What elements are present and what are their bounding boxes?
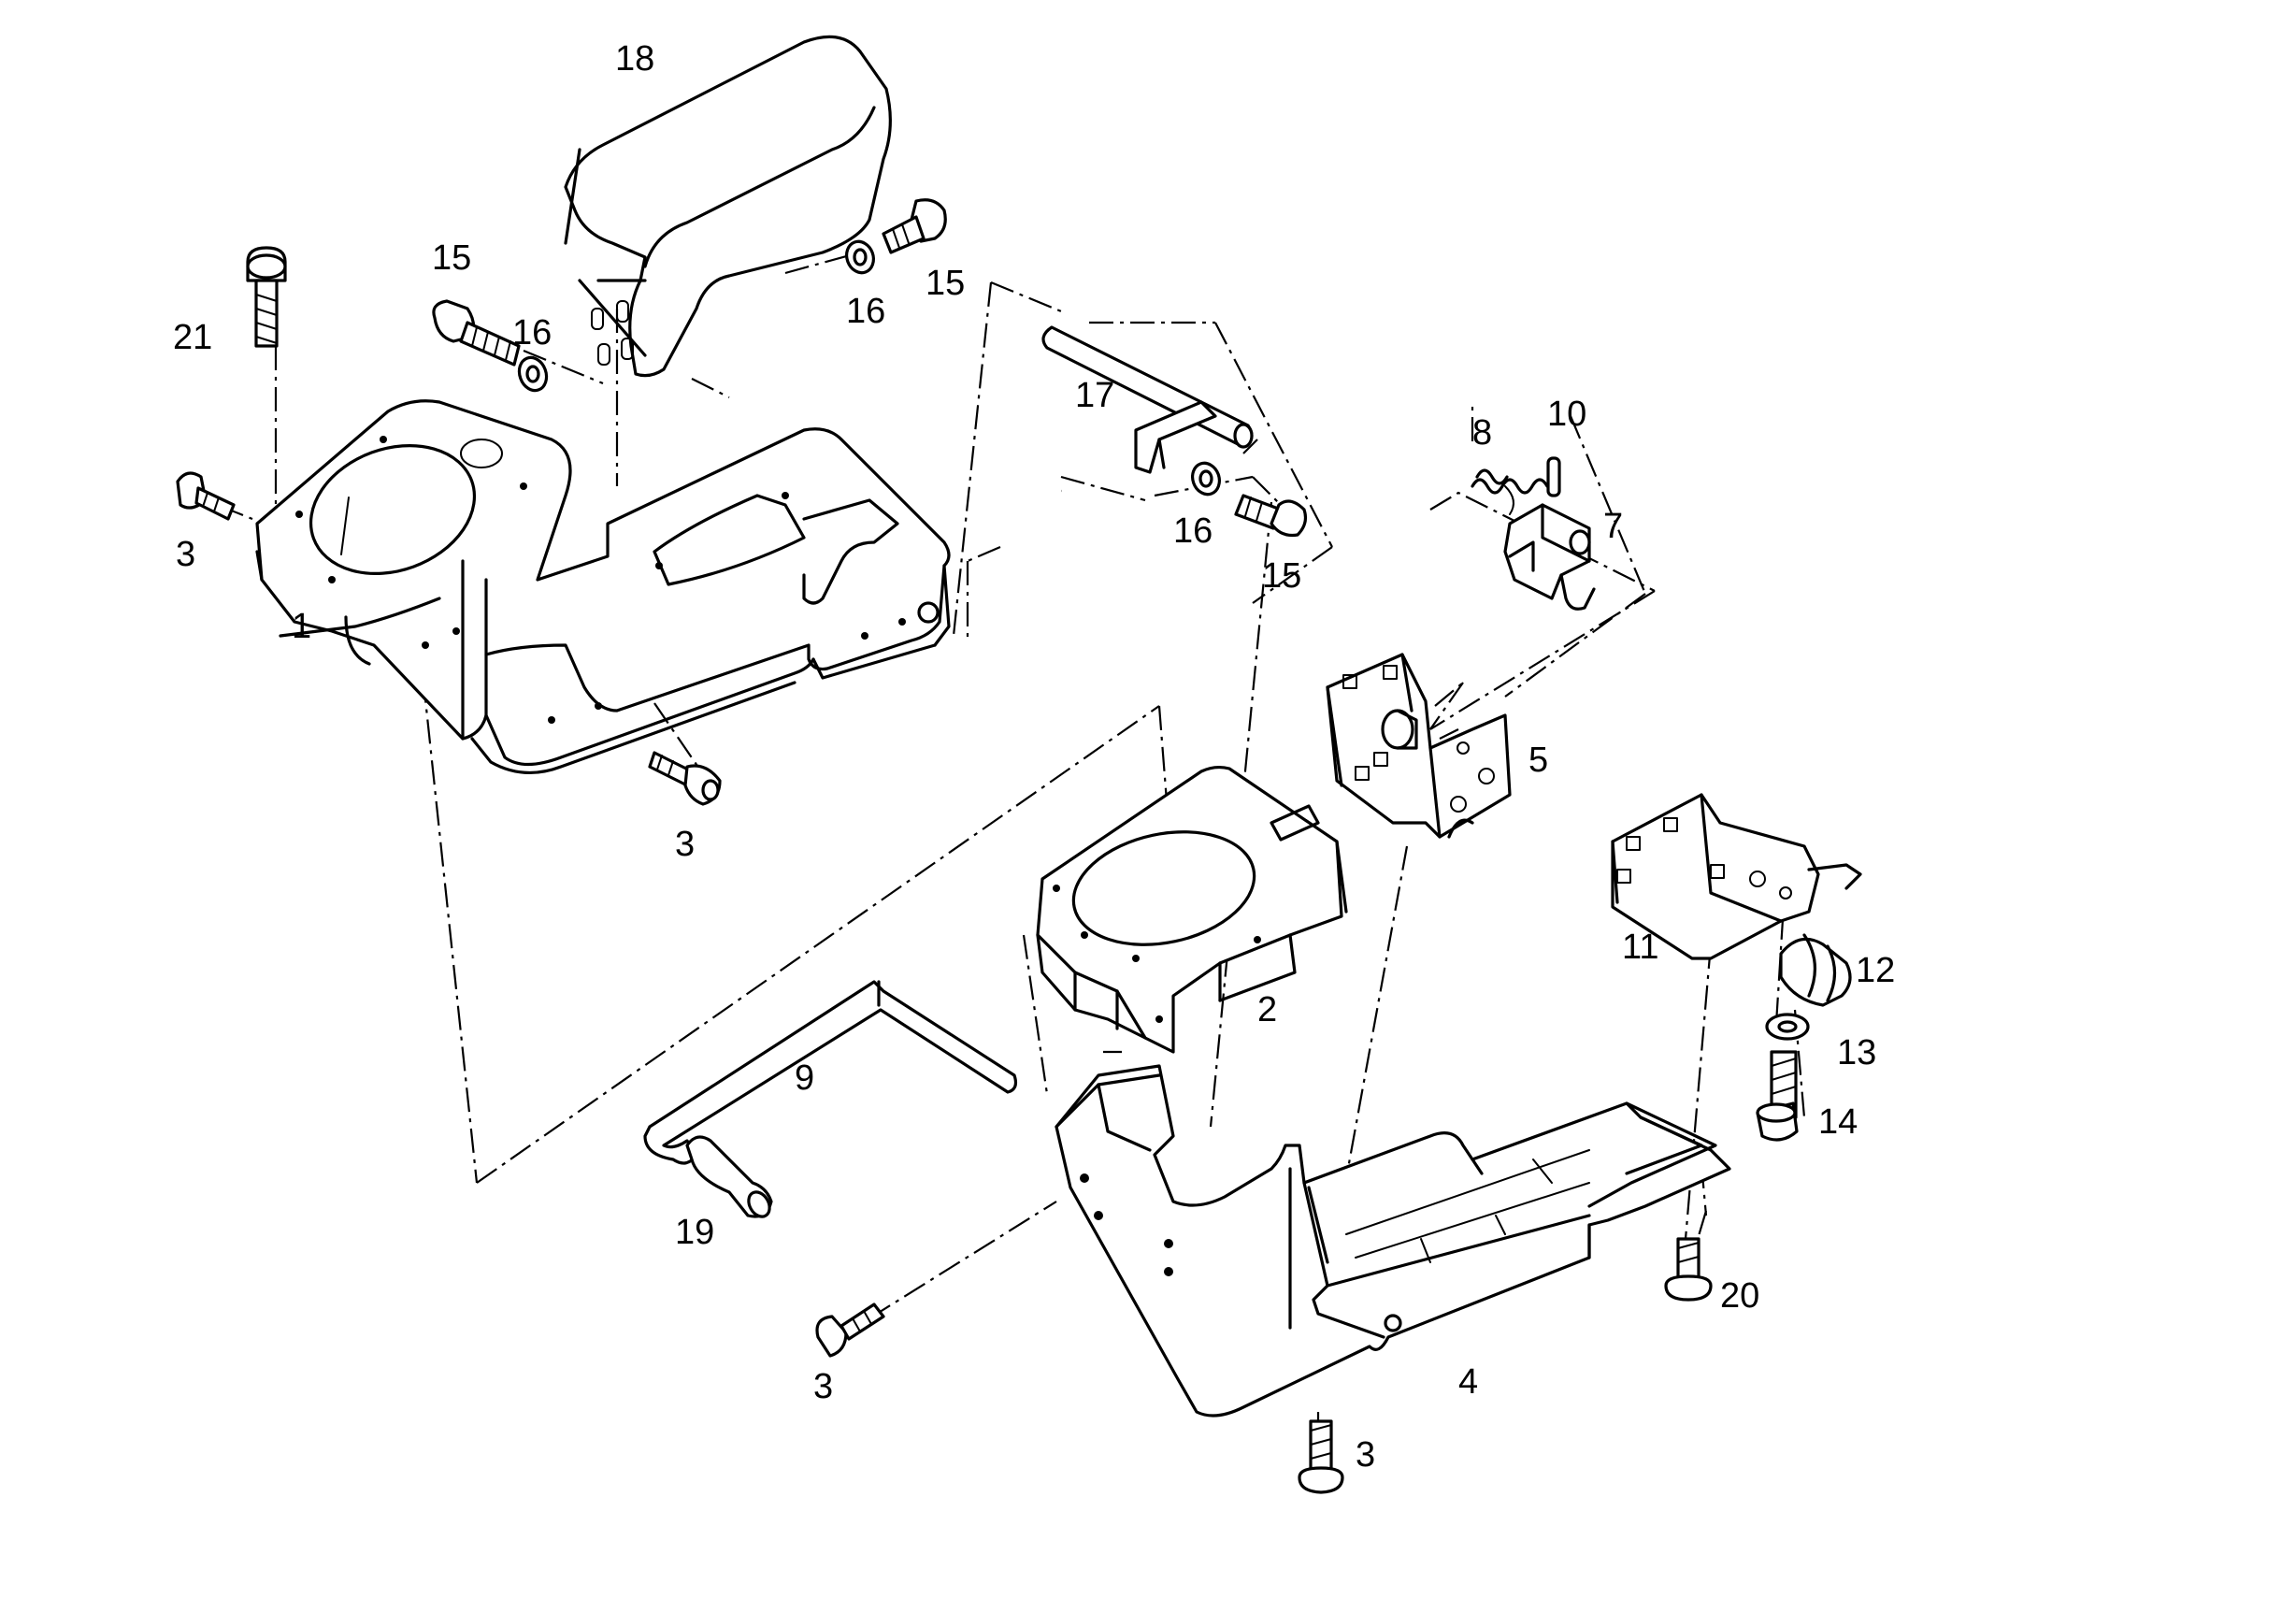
part-17-hinge-pin [1041, 325, 1254, 474]
part-15-screw-b [882, 198, 947, 254]
assembly-lines [181, 251, 1806, 1454]
part-8-spring [1471, 468, 1549, 515]
part-5-hinge-bracket [1326, 653, 1512, 839]
label-19: 19 [675, 1213, 714, 1252]
label-9: 9 [795, 1058, 814, 1098]
part-16-washer-a [517, 355, 549, 393]
label-15: 15 [1262, 556, 1301, 596]
part-3-screw-b [648, 751, 722, 806]
label-16: 16 [846, 292, 885, 331]
part-20-screw [1664, 1237, 1713, 1302]
label-20: 20 [1720, 1276, 1759, 1316]
part-4-base-housing [1055, 1064, 1731, 1418]
part-12-clip [1779, 933, 1852, 1007]
label-21: 21 [173, 318, 212, 357]
part-3-screw-c [815, 1303, 885, 1358]
label-3: 3 [675, 825, 695, 864]
part-13-washer [1765, 1013, 1810, 1041]
part-3-screw-a [176, 471, 236, 521]
part-7-latch [1503, 503, 1596, 611]
label-4: 4 [1458, 1362, 1478, 1402]
part-2-shroud [1036, 765, 1348, 1054]
part-19-grip [685, 1135, 773, 1218]
label-18: 18 [615, 39, 654, 79]
label-12: 12 [1856, 951, 1895, 990]
label-10: 10 [1547, 395, 1586, 434]
label-11: 11 [1622, 928, 1658, 967]
label-17: 17 [1075, 376, 1114, 415]
part-14-screw [1756, 1050, 1799, 1142]
part-16-washer-b [845, 239, 875, 275]
part-10-pin [1546, 456, 1561, 497]
part-15-screw-a [432, 299, 521, 367]
label-15: 15 [432, 238, 471, 278]
part-3-screw-d [1298, 1419, 1344, 1494]
label-16: 16 [512, 313, 552, 353]
label-13: 13 [1837, 1033, 1876, 1072]
label-2: 2 [1257, 990, 1277, 1029]
label-3: 3 [1356, 1435, 1375, 1475]
label-8: 8 [1472, 413, 1492, 453]
part-18-armrest-pad [564, 35, 892, 378]
label-16: 16 [1173, 511, 1213, 551]
label-3: 3 [176, 535, 195, 574]
part-21-screw [246, 246, 287, 348]
label-3: 3 [813, 1367, 833, 1406]
part-16-washer-c [1191, 461, 1221, 497]
label-14: 14 [1818, 1102, 1858, 1142]
part-1-upper-bracket [255, 399, 951, 775]
callout-labels: 18 15 21 16 16 15 17 8 10 7 16 15 3 1 3 … [173, 39, 1895, 1475]
part-11-lower-bracket [1611, 793, 1862, 960]
label-15: 15 [926, 264, 965, 303]
part-15-screw-c [1234, 494, 1308, 538]
label-7: 7 [1603, 507, 1623, 546]
label-5: 5 [1528, 741, 1548, 780]
part-9-rod [643, 980, 1018, 1165]
label-1: 1 [292, 607, 311, 646]
